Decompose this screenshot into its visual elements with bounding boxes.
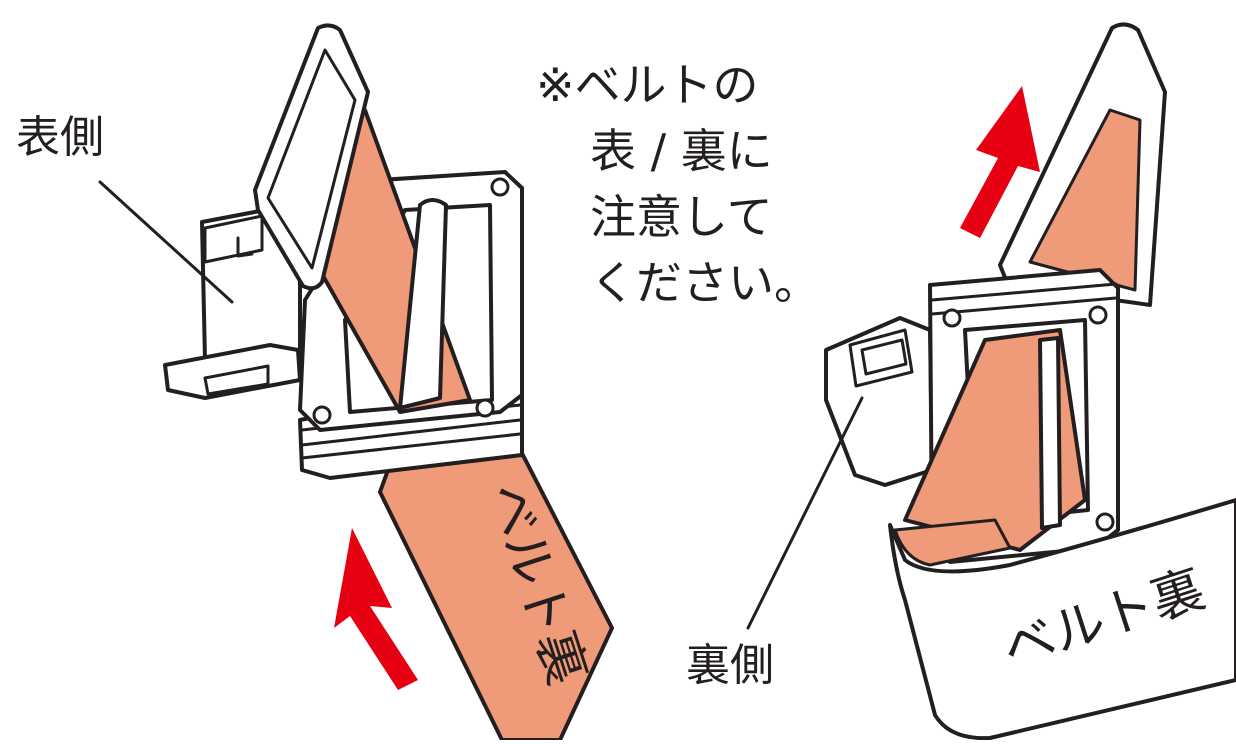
note-line-2: 表 / 裏に [590, 124, 773, 178]
left-clip [163, 208, 302, 400]
right-belt-wrap [888, 498, 1236, 741]
right-assembly [824, 22, 1236, 741]
front-side-label: 表側 [16, 112, 104, 163]
right-arrow-up-icon [960, 86, 1040, 238]
left-belt-lower [378, 428, 614, 742]
orientation-note: ※ベルトの 表 / 裏に 注意して ください。 [536, 52, 820, 316]
front-leader-line [98, 180, 234, 304]
note-line-4: ください。 [590, 256, 820, 310]
right-buckle-bar [1038, 336, 1062, 530]
back-side-label: 裏側 [686, 640, 774, 691]
left-arrow-up-icon [334, 528, 418, 690]
note-line-3: 注意して [590, 190, 773, 244]
left-buckle-bar [398, 198, 448, 410]
note-line-1: ※ベルトの [536, 58, 759, 112]
back-leader-line [746, 396, 864, 630]
